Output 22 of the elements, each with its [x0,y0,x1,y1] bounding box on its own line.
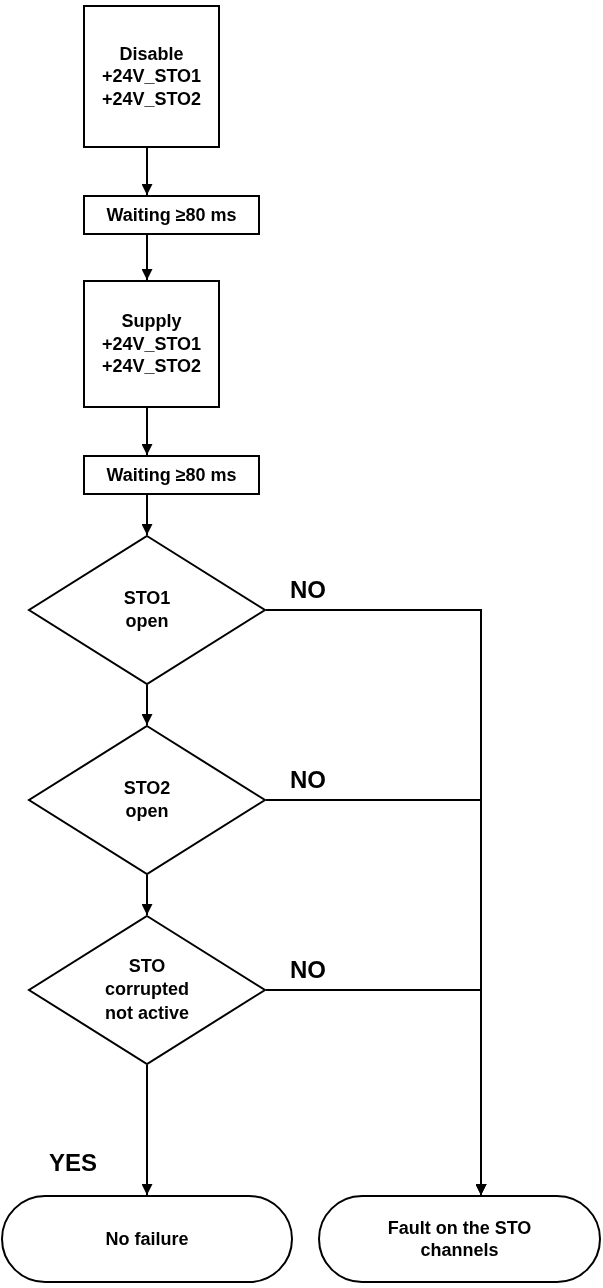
arrow [141,684,153,726]
process-box [83,280,220,408]
node-label: Supply +24V_STO1 +24V_STO2 [100,310,203,378]
arrow [141,234,153,281]
arrow [265,989,487,1196]
node-label: No failure [105,1227,189,1251]
node-label: Waiting ≥80 ms [106,203,237,227]
node-label: STO1 open [122,586,172,633]
terminal-box [1,1195,293,1283]
arrow [141,147,153,196]
arrow [141,494,153,536]
node-label: Disable +24V_STO1 +24V_STO2 [100,42,203,111]
arrow [141,407,153,456]
process-box [83,5,220,148]
arrow [141,1064,153,1196]
node-label: Waiting ≥80 ms [106,463,237,487]
process-box [83,455,260,495]
node-label: STO corrupted not active [104,954,190,1025]
process-box [83,195,260,235]
arrow [141,874,153,916]
node-label: Fault on the STO channels [386,1216,533,1262]
node-label: STO2 open [122,776,172,823]
